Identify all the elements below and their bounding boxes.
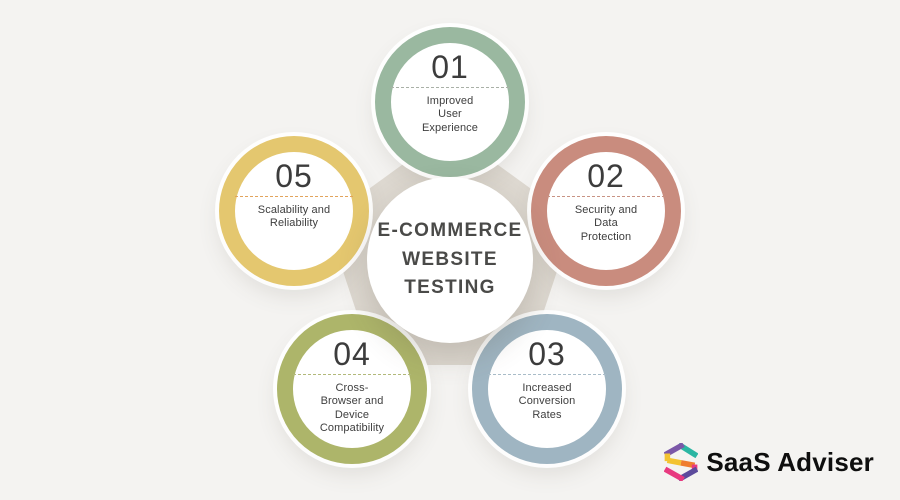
benefit-label: Increased Conversion Rates [518, 382, 576, 421]
benefit-circle-01: 01 Improved User Experience [375, 27, 525, 177]
benefit-label: Security and Data Protection [574, 204, 638, 243]
benefit-divider [547, 196, 665, 197]
benefit-number: 05 [275, 158, 313, 194]
benefit-number: 03 [528, 336, 566, 372]
benefit-number: 02 [587, 158, 625, 194]
benefit-number: 01 [431, 49, 469, 85]
benefit-label: Improved User Experience [421, 95, 479, 134]
benefit-number: 04 [333, 336, 371, 372]
benefit-divider [488, 374, 606, 375]
hexagon-s-logo-icon [664, 443, 699, 481]
benefit-divider [391, 87, 509, 88]
benefit-circle-02: 02 Security and Data Protection [531, 136, 681, 286]
benefit-circle-05: 05 Scalability and Reliability [219, 136, 369, 286]
benefit-label: Cross- Browser and Device Compatibility [319, 382, 385, 435]
center-circle: E-COMMERCE WEBSITE TESTING [367, 177, 533, 343]
brand-logo: SaaS Adviser [664, 443, 874, 481]
brand-name: SaaS Adviser [706, 446, 874, 477]
benefit-label: Scalability and Reliability [257, 204, 331, 230]
benefit-circle-03: 03 Increased Conversion Rates [472, 314, 622, 464]
center-title: E-COMMERCE WEBSITE TESTING [377, 220, 523, 299]
benefit-divider [235, 196, 353, 197]
benefit-circle-04: 04 Cross- Browser and Device Compatibili… [277, 314, 427, 464]
benefit-divider [293, 374, 411, 375]
